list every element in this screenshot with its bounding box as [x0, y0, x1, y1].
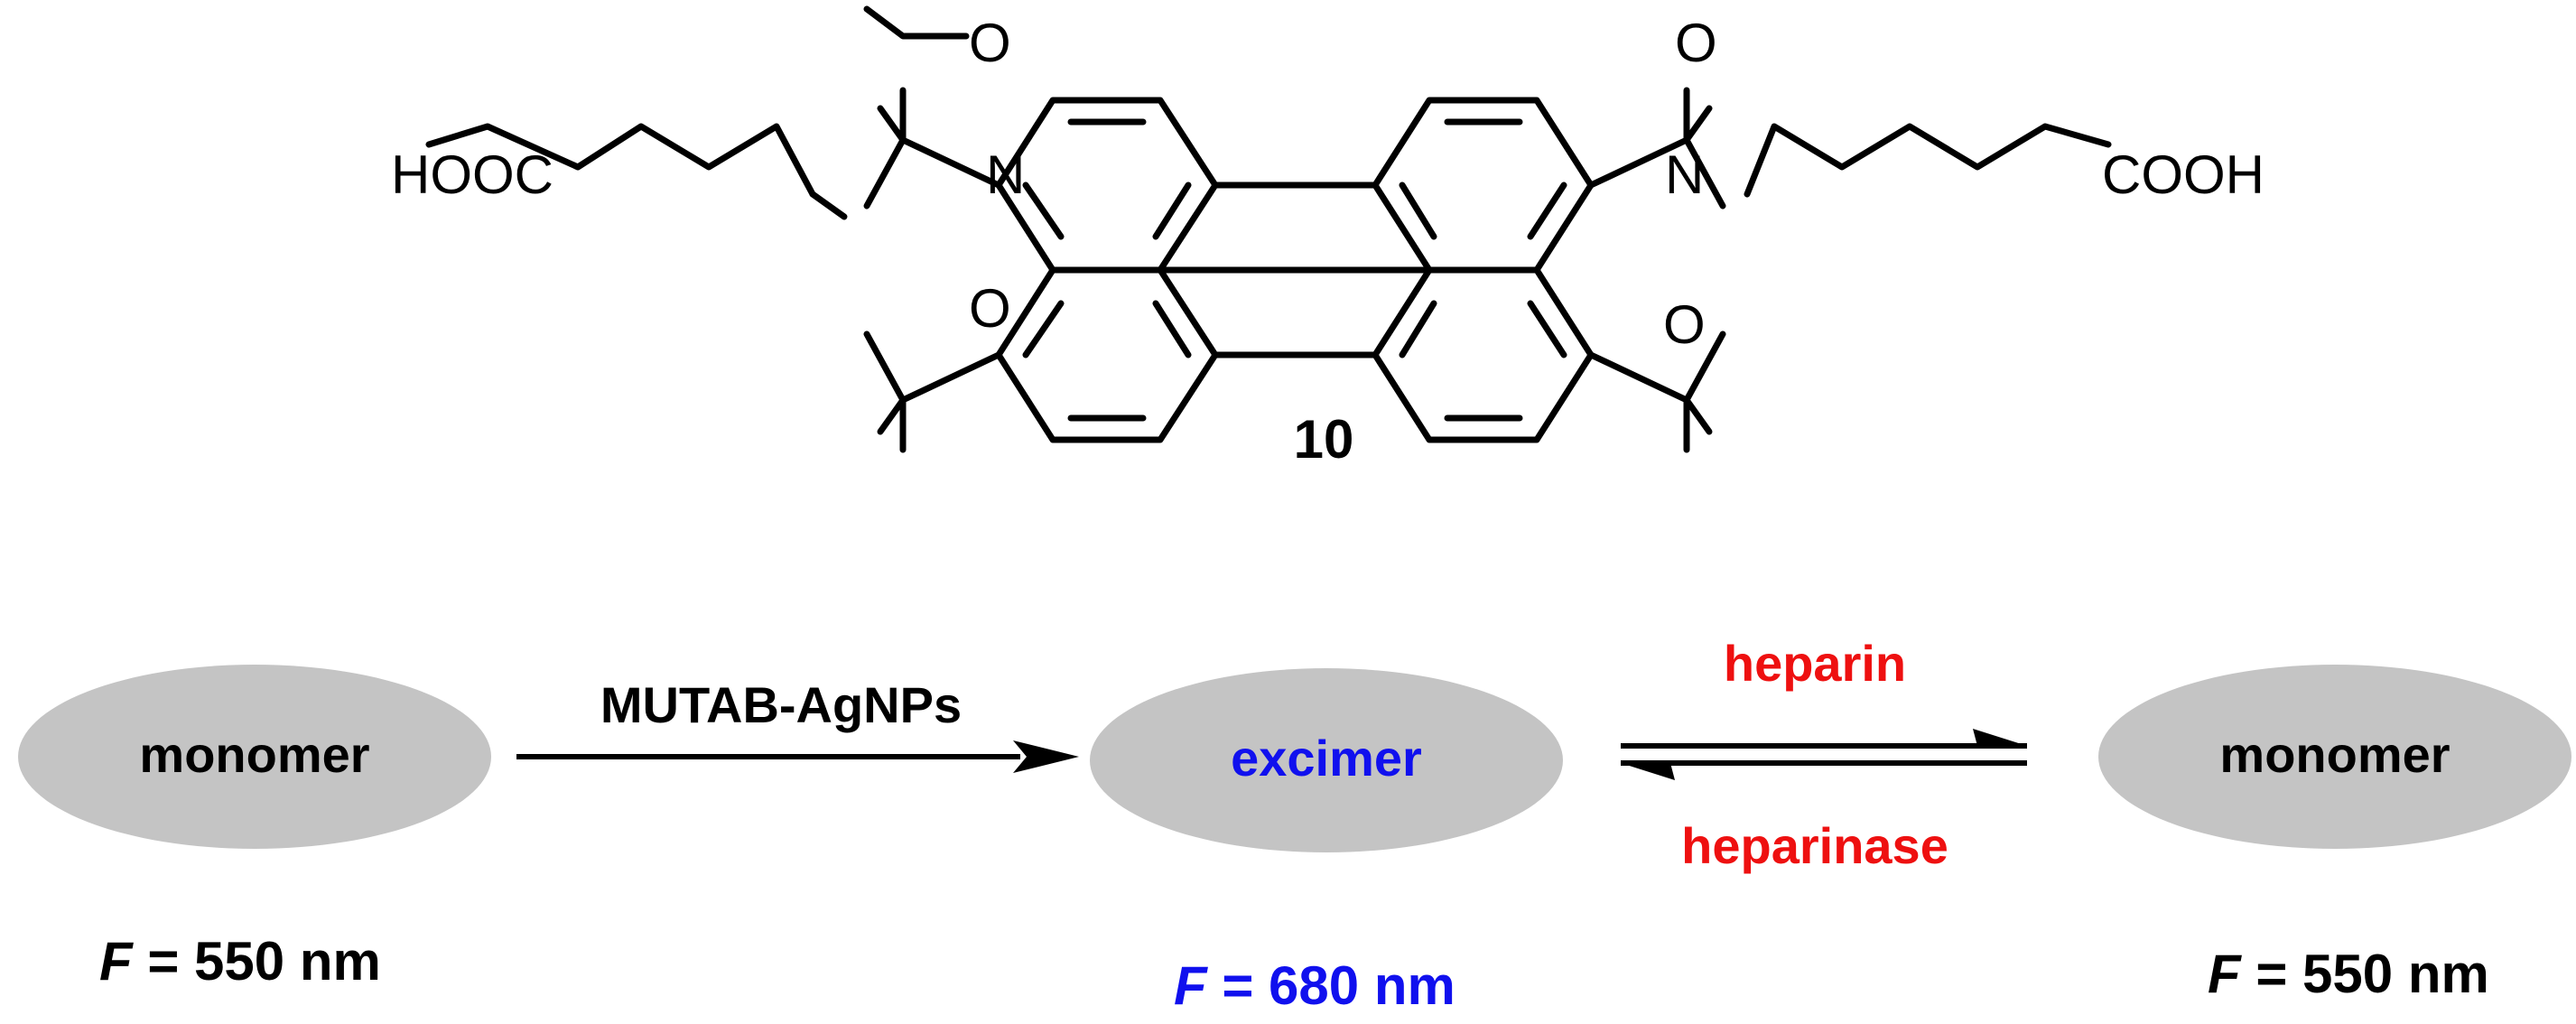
carbonyl-oxygen-bottom-left: O: [969, 278, 1011, 339]
left-imide-bonds: [863, 87, 1002, 453]
equilibrium-arrows: [1621, 729, 2027, 780]
forward-reaction-arrow: [516, 740, 1079, 773]
left-acid-label: HOOC: [391, 144, 553, 205]
right-imide-bonds: [1587, 87, 1726, 453]
monomer-state-right: [2098, 665, 2571, 849]
molecule-atom-labels: HOOC COOH N N O O O O: [391, 13, 2264, 355]
carbonyl-oxygen-top-right: O: [1675, 13, 1717, 73]
emission-right: F = 550 nm: [2208, 944, 2489, 1004]
emission-middle: F = 680 nm: [1174, 955, 1455, 1016]
emission-left: F = 550 nm: [99, 931, 381, 991]
monomer-label-right: monomer: [2219, 726, 2450, 783]
monomer-state-left: [18, 665, 491, 849]
reaction-scheme: monomer excimer monomer MUTAB-AgNPs hepa…: [18, 635, 2571, 1016]
molecule-10: HOOC COOH N N O O O O 10: [391, 5, 2264, 470]
compound-number: 10: [1294, 409, 1354, 470]
carbonyl-oxygen-top-left: O: [969, 13, 1011, 73]
right-imide-nitrogen: N: [1665, 144, 1704, 205]
left-alkyl-chain: [425, 5, 970, 220]
perylene-core-bonds: [995, 97, 1595, 443]
heparin-label: heparin: [1724, 635, 1906, 692]
carbonyl-oxygen-bottom-right: O: [1663, 294, 1706, 355]
right-alkyl-chain: [1744, 123, 2112, 198]
reagent-label: MUTAB-AgNPs: [600, 676, 962, 733]
right-acid-label: COOH: [2102, 144, 2264, 205]
excimer-state: [1090, 668, 1563, 852]
heparinase-label: heparinase: [1681, 817, 1948, 874]
left-imide-nitrogen: N: [986, 144, 1025, 205]
monomer-label-left: monomer: [139, 726, 369, 783]
excimer-label: excimer: [1231, 730, 1422, 787]
